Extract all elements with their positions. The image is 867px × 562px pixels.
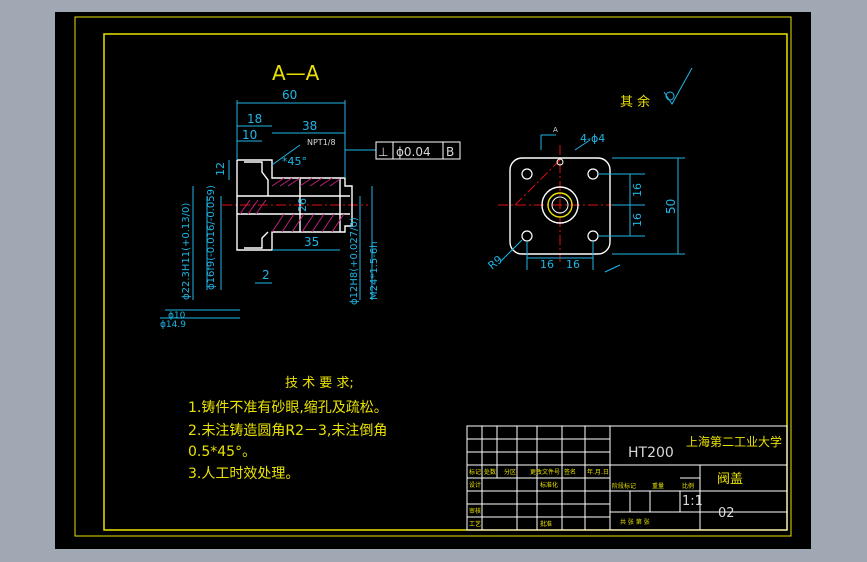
dim-60: 60 bbox=[282, 88, 297, 102]
dim-16c: 16 bbox=[631, 183, 644, 197]
outer-frame bbox=[74, 16, 792, 537]
tb-label-sign: 签名 bbox=[564, 468, 576, 476]
dim-10: 10 bbox=[242, 128, 257, 142]
scale-value: 1:1 bbox=[682, 494, 703, 509]
tb-label-zone: 分区 bbox=[504, 468, 516, 476]
tb-label-weight: 重量 bbox=[652, 482, 664, 490]
tb-label-craft: 工艺 bbox=[469, 520, 481, 528]
dim-16b: 16 bbox=[566, 258, 580, 271]
dim-16d: 16 bbox=[631, 213, 644, 227]
tb-label-change: 更改文件号 bbox=[530, 468, 560, 476]
section-view: ⊥ ϕ0.04 B 60 38 18 10 12 NPT1/8 *45° 35 … bbox=[160, 88, 461, 330]
title-block bbox=[466, 425, 788, 531]
tech-line-4: 3.人工时效处理。 bbox=[188, 466, 299, 482]
dim-18: 18 bbox=[247, 112, 262, 126]
tb-label-date: 年.月.日 bbox=[587, 468, 609, 476]
front-view: 4-ϕ4 R9 16 16 16 16 50 A bbox=[486, 126, 685, 273]
dim-v2: ϕ16f9(-0.016/-0.059) bbox=[206, 185, 217, 290]
dim-50: 50 bbox=[664, 199, 678, 214]
dim-35: 35 bbox=[304, 235, 319, 249]
tolerance-symbol: ⊥ bbox=[378, 145, 388, 159]
tolerance-value: ϕ0.04 bbox=[396, 145, 431, 159]
tech-title: 技 术 要 求; bbox=[285, 376, 354, 391]
cad-viewport[interactable] bbox=[55, 12, 811, 549]
tb-label-design: 设计 bbox=[469, 481, 481, 489]
dim-hole: 4-ϕ4 bbox=[580, 132, 605, 145]
dim-r9: R9 bbox=[486, 253, 506, 272]
arrow-a: A bbox=[553, 126, 558, 134]
surface-note: 其 余 bbox=[620, 94, 650, 110]
tolerance-datum: B bbox=[446, 145, 454, 159]
tb-label-scale: 比例 bbox=[682, 482, 694, 490]
tb-label-std: 标准化 bbox=[540, 481, 558, 489]
school-name: 上海第二工业大学 bbox=[686, 434, 782, 449]
drawing-number: 02 bbox=[718, 506, 735, 521]
dim-v5: ϕ10 bbox=[168, 311, 186, 321]
thread-note: NPT1/8 bbox=[307, 138, 336, 147]
tb-label-approve: 批准 bbox=[540, 520, 552, 528]
dim-v1: ϕ22.3H11(+0.13/0) bbox=[181, 203, 192, 300]
tb-label-sheet: 共 张 第 张 bbox=[620, 518, 650, 526]
dim-2: 2 bbox=[262, 268, 270, 282]
tech-line-2: 2.未注铸造圆角R2－3,未注倒角 bbox=[188, 423, 387, 439]
dim-v3: ϕ12H8(+0.027/0) bbox=[349, 217, 360, 305]
tb-label-mark: 标记 bbox=[469, 468, 481, 476]
tech-line-3: 0.5*45°。 bbox=[188, 444, 256, 460]
tb-label-stage: 阶段标记 bbox=[612, 482, 636, 490]
tech-line-1: 1.铸件不准有砂眼,缩孔及疏松。 bbox=[188, 400, 388, 416]
dim-12: 12 bbox=[214, 162, 227, 176]
inner-frame bbox=[103, 33, 788, 531]
surface-finish-icon bbox=[663, 67, 693, 105]
dim-16a: 16 bbox=[540, 258, 554, 271]
tb-label-count: 处数 bbox=[484, 468, 496, 476]
dim-v4: M24*1.5-6h bbox=[369, 241, 380, 300]
tb-label-check: 审核 bbox=[469, 507, 481, 515]
dim-26: 26 bbox=[296, 198, 309, 212]
part-name: 阀盖 bbox=[717, 472, 743, 487]
material: HT200 bbox=[628, 445, 674, 461]
section-title: A—A bbox=[272, 61, 320, 85]
dim-38: 38 bbox=[302, 119, 317, 133]
dim-v6: ϕ14.9 bbox=[160, 320, 186, 330]
chamfer-note: *45° bbox=[282, 155, 307, 168]
